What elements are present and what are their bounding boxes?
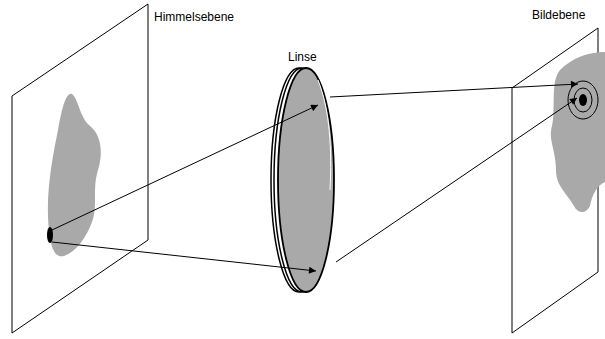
source (47, 227, 53, 243)
image-region (551, 52, 605, 212)
lens-highlight (318, 80, 331, 190)
source-region (48, 94, 101, 256)
light-ray (52, 105, 318, 230)
plane-label: Himmelsebene (154, 10, 234, 24)
einstein-ring (574, 88, 592, 112)
light-ray (336, 98, 577, 262)
lens (278, 68, 334, 292)
plane-label: Bildebene (532, 8, 585, 22)
einstein-ring (568, 81, 598, 119)
plane-label: Linse (288, 50, 317, 64)
light-ray (52, 242, 316, 271)
sky-plane (12, 4, 148, 333)
image-core (579, 94, 587, 106)
light-ray (330, 84, 578, 97)
